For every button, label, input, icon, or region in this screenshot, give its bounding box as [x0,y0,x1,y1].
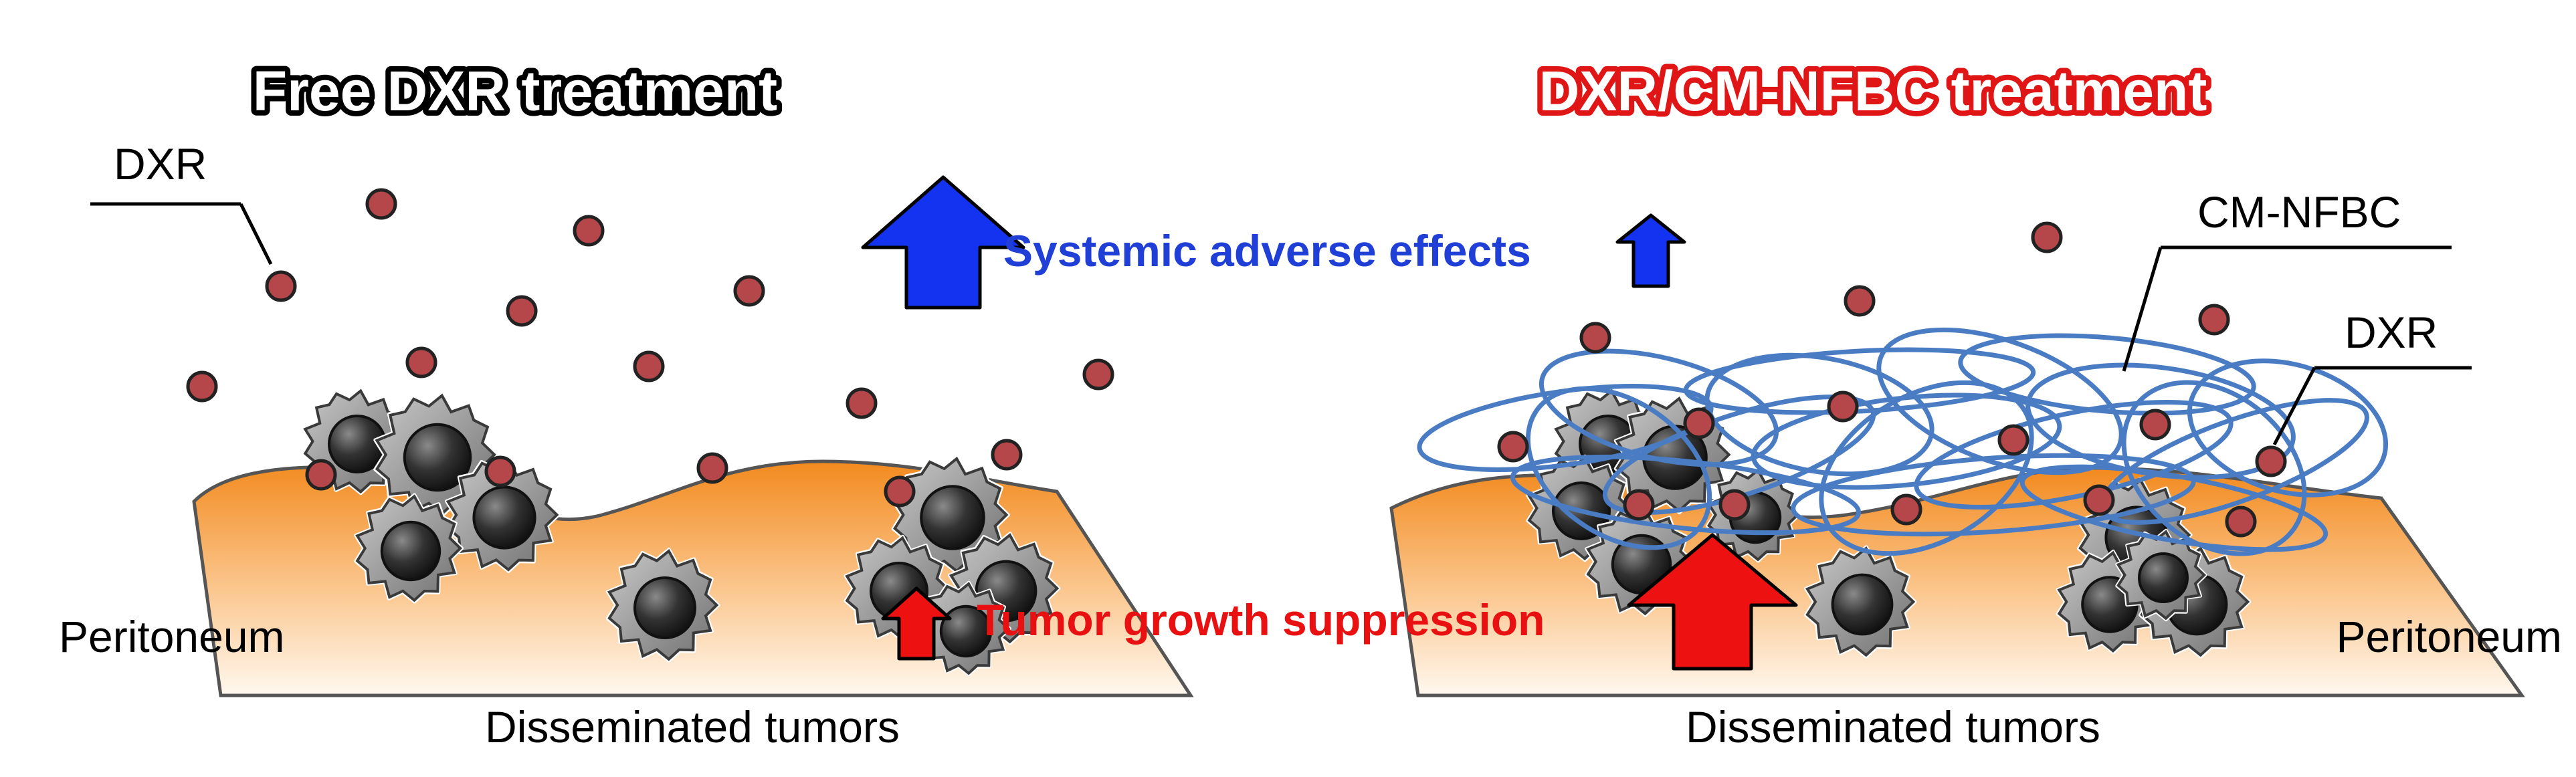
dxr-particle-icon [1579,322,1611,354]
dxr-particle-icon [2031,221,2063,253]
dxr-particle-icon [1497,431,1529,463]
tumor-cell-icon [2115,528,2207,622]
dxr-particle-icon [884,475,916,508]
fiber-label: CM-NFBC [2197,187,2401,237]
dxr-particle-icon [186,370,218,403]
right-peritoneum-label: Peritoneum [2336,612,2562,661]
right-panel: DXR/CM-NFBC treatment CM-NFBC DXR Perito… [1389,54,2562,752]
left-peritoneum-label: Peritoneum [59,612,285,661]
large-blue-arrow-icon [861,175,1025,310]
right-dxr-label: DXR [2345,308,2438,357]
dxr-particle-icon [1082,358,1114,391]
left-title: Free DXR treatment [253,60,777,122]
dxr-particle-icon [696,452,728,484]
dxr-particle-icon [1997,424,2029,456]
dxr-particle-icon [484,455,516,487]
fiber-leader-diag [2122,247,2163,372]
cm-nfbc-fiber-network [1417,327,2389,556]
tumor-cell-icon [354,493,464,604]
dxr-particle-icon [2225,506,2257,538]
large-red-arrow-icon [1627,533,1798,671]
fiber-strand [1510,454,1862,536]
right-title: DXR/CM-NFBC treatment [1539,60,2207,122]
dxr-particle-icon [2198,304,2230,336]
dxr-particle-icon [2255,445,2287,477]
left-panel: Free DXR treatment DXR Peritoneum Dissem… [59,54,1194,752]
right-tumors-label: Disseminated tumors [1686,702,2100,752]
dxr-particle-icon [405,346,437,378]
fiber-strand [2019,464,2329,552]
dxr-particle-icon [1683,407,1715,439]
fiber-strand [2187,358,2389,497]
dxr-particle-icon [265,270,297,302]
dxr-particle-icon [633,350,665,382]
tumor-cell-icon [605,548,720,663]
dxr-particle-icon [1827,391,1859,423]
dxr-particle-icon [305,459,337,491]
left-dxr-leader-diag [239,203,273,265]
fiber-strand [1958,333,2256,416]
left-dxr-label: DXR [114,139,207,189]
dxr-particle-icon [846,387,878,419]
dxr-particle-icon [1844,285,1876,317]
right-dxr-leader-diag [2272,366,2316,446]
dxr-particle-icon [733,275,765,307]
tumor-cell-icon [1804,545,1917,659]
fiber-strand [1525,386,1712,550]
right-drug-particles [1497,221,2287,538]
tumor-suppression-label: Tumor growth suppression [977,595,1545,645]
dxr-particle-icon [2139,409,2171,441]
dxr-particle-icon [365,188,397,220]
systemic-effects-label: Systemic adverse effects [1003,226,1531,275]
fiber-strand [1683,347,2036,415]
dxr-particle-icon [506,295,538,327]
small-red-arrow-icon [881,586,952,661]
dxr-particle-icon [1718,489,1751,521]
center-effects: Systemic adverse effects Tumor growth su… [861,175,1798,671]
fiber-strand [1819,380,2034,556]
left-tumors-label: Disseminated tumors [485,702,900,752]
tumor-cell-icon [444,457,561,573]
dxr-particle-icon [1890,493,1922,526]
dxr-particle-icon [1623,489,1655,521]
dxr-particle-icon [2083,484,2115,516]
left-tumor-cells [302,387,1061,677]
fiber-strand [2121,380,2307,556]
small-blue-arrow-icon [1615,213,1686,288]
dxr-particle-icon [991,439,1023,471]
left-drug-particles [186,188,1114,508]
dxr-particle-icon [573,215,605,247]
tumor-cell-icon [916,580,1011,677]
